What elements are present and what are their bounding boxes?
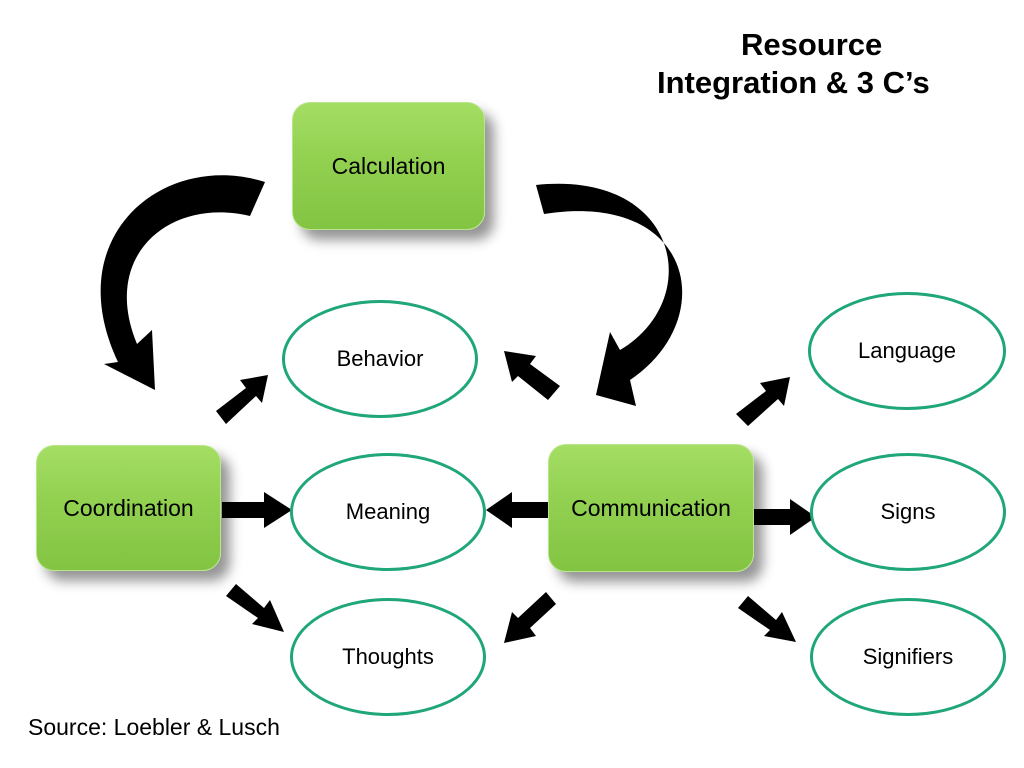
curved-arrow-calculation-to-communication: [536, 183, 683, 406]
arrow-communication-to-signs: [750, 499, 816, 535]
signs-oval: Signs: [810, 453, 1006, 571]
source-caption: Source: Loebler & Lusch: [28, 714, 280, 740]
arrow-communication-to-language: [736, 377, 790, 426]
meaning-oval: Meaning: [290, 453, 486, 571]
arrow-coordination-to-meaning: [222, 492, 292, 528]
arrow-communication-to-signifiers: [738, 596, 796, 642]
calculation-box: Calculation: [292, 102, 485, 230]
arrow-communication-to-meaning: [486, 492, 550, 528]
coordination-box: Coordination: [36, 445, 221, 571]
arrow-communication-to-thoughts: [504, 592, 556, 643]
title-line-1: Resource: [741, 27, 883, 62]
curved-arrow-calculation-to-coordination: [100, 175, 265, 390]
thoughts-oval: Thoughts: [290, 598, 486, 716]
arrow-coordination-to-thoughts: [226, 584, 284, 632]
behavior-oval: Behavior: [282, 300, 478, 418]
signifiers-oval: Signifiers: [810, 598, 1006, 716]
page-title: Resource Integration & 3 C’s: [620, 26, 1020, 102]
language-oval: Language: [808, 292, 1006, 410]
arrow-communication-to-behavior: [504, 351, 560, 400]
arrow-coordination-to-behavior: [216, 375, 268, 424]
communication-box: Communication: [548, 444, 754, 572]
title-line-2: Integration & 3 C’s: [657, 65, 930, 100]
